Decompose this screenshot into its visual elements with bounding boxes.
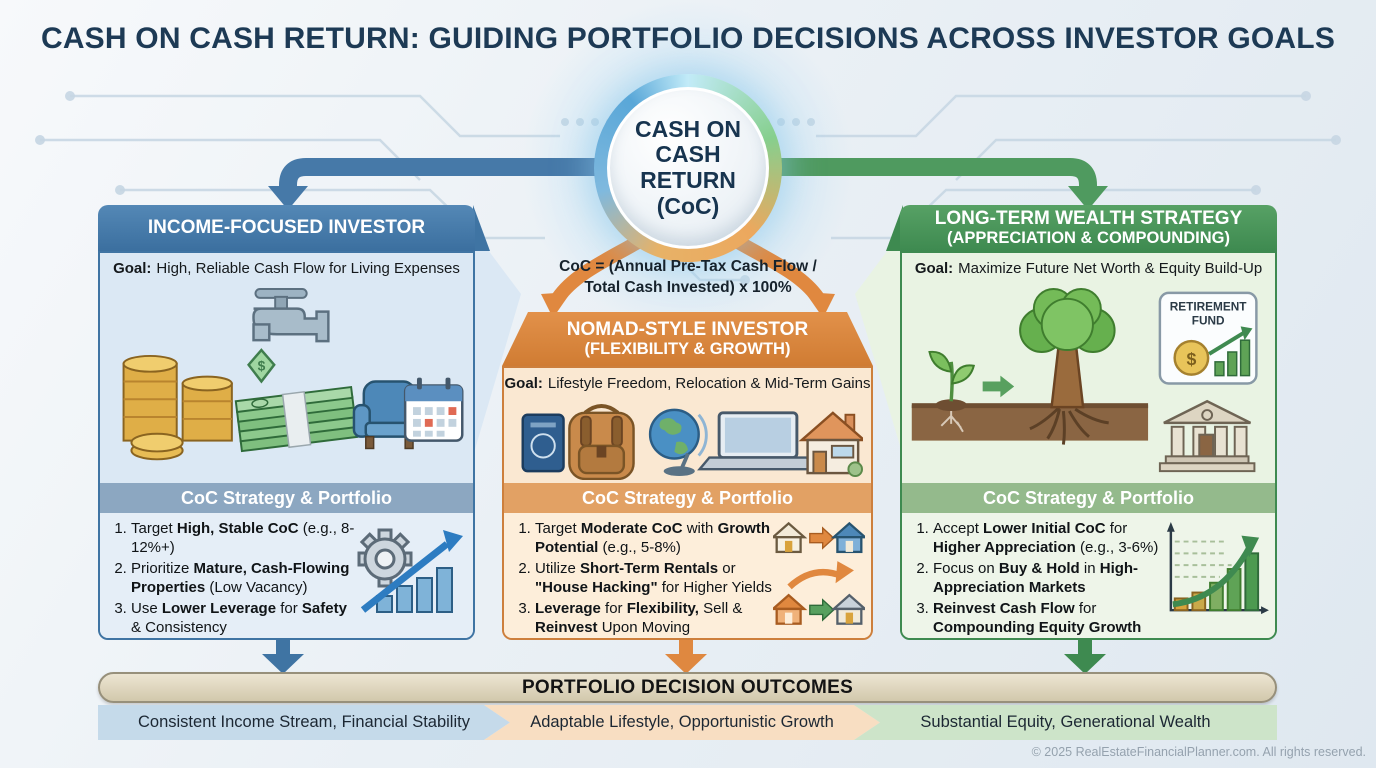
house-small [773, 521, 808, 554]
svg-text:$: $ [257, 359, 265, 374]
laptop-icon [696, 410, 819, 470]
outcome-nomad: Adaptable Lifestyle, Opportunistic Growt… [484, 705, 880, 740]
globe-icon [648, 408, 708, 476]
outcome-income: Consistent Income Stream, Financial Stab… [98, 705, 510, 740]
nomad-panel-title: NOMAD-STYLE INVESTOR [566, 318, 809, 340]
wealth-strategy-header: CoC Strategy & Portfolio [902, 483, 1275, 513]
income-goal: Goal: High, Reliable Cash Flow for Livin… [100, 253, 473, 283]
wealth-panel: Goal: Maximize Future Net Worth & Equity… [900, 251, 1277, 640]
house-icon [798, 410, 863, 477]
outcome-wealth: Substantial Equity, Generational Wealth [854, 705, 1277, 740]
nomad-illustration [504, 398, 871, 483]
portfolio-outcomes-bar: PORTFOLIO DECISION OUTCOMES [98, 672, 1277, 703]
goal-text: Lifestyle Freedom, Relocation & Mid-Term… [547, 374, 871, 392]
wealth-goal: Goal: Maximize Future Net Worth & Equity… [902, 253, 1275, 283]
house-orange [773, 593, 808, 625]
arrow-to-nomad-left-head [541, 292, 571, 318]
compounding-growth-chart-icon [1166, 521, 1269, 615]
money-faucet-icon: $ [246, 287, 330, 384]
arrow-to-income-head [268, 186, 308, 210]
nomad-panel-subtitle: (FLEXIBILITY & GROWTH) [584, 340, 791, 359]
goal-label: Goal: [504, 374, 543, 392]
nomad-strategy-list-row: Target Moderate CoC with Growth Potentia… [504, 513, 871, 638]
goal-label: Goal: [113, 259, 152, 277]
income-panel-header: INCOME-FOCUSED INVESTOR [98, 205, 475, 251]
nomad-strategy-header: CoC Strategy & Portfolio [504, 483, 871, 513]
arrow-to-income [279, 158, 640, 188]
coc-hub-ring: CASH ON CASH RETURN (CoC) [594, 74, 782, 262]
svg-text:RETIREMENT: RETIREMENT [1169, 300, 1246, 314]
passport-icon [521, 413, 565, 472]
house-swap-arrows-icon [773, 521, 865, 625]
svg-text:FUND: FUND [1191, 313, 1224, 327]
gear-growth-chart-icon [357, 528, 463, 613]
wealth-illustration: RETIREMENT FUND $ [902, 283, 1275, 483]
house-pale [830, 593, 865, 625]
income-panel: Goal: High, Reliable Cash Flow for Livin… [98, 251, 475, 640]
arrow-to-wealth [736, 158, 1097, 188]
goal-text: Maximize Future Net Worth & Equity Build… [958, 259, 1263, 277]
wealth-panel-header: LONG-TERM WEALTH STRATEGY (APPRECIATION … [900, 205, 1277, 251]
svg-text:$: $ [1186, 349, 1196, 369]
nomad-panel-header: NOMAD-STYLE INVESTOR (FLEXIBILITY & GROW… [502, 312, 873, 366]
house-blue [830, 521, 865, 554]
wealth-strategy-list: Accept Lower Initial CoC for Higher Appr… [910, 520, 1159, 638]
income-strategy-list: Target High, Stable CoC (e.g., 8-12%+)Pr… [108, 520, 355, 638]
cash-stack-icon [234, 385, 358, 453]
coc-formula: CoC = (Annual Pre-Tax Cash Flow / Total … [559, 258, 817, 296]
goal-label: Goal: [914, 259, 954, 277]
copyright-notice: © 2025 RealEstateFinancialPlanner.com. A… [1031, 745, 1366, 759]
coc-hub-label: CASH ON CASH RETURN (CoC) [607, 87, 769, 249]
coin-stacks-icon [122, 354, 233, 461]
income-panel-title: INCOME-FOCUSED INVESTOR [147, 217, 426, 239]
wealth-outcome-arrow [1064, 640, 1106, 674]
page-title: CASH ON CASH RETURN: GUIDING PORTFOLIO D… [40, 22, 1336, 55]
income-illustration: $ [100, 283, 473, 483]
wealth-panel-title: LONG-TERM WEALTH STRATEGY [934, 207, 1243, 229]
sprout-to-tree-icon [911, 287, 1148, 445]
retirement-fund-card-icon: RETIREMENT FUND $ [1158, 291, 1258, 385]
calendar-icon [403, 377, 463, 442]
nomad-goal: Goal: Lifestyle Freedom, Relocation & Mi… [504, 368, 871, 398]
income-outcome-arrow [262, 640, 304, 674]
goal-text: High, Reliable Cash Flow for Living Expe… [156, 259, 460, 277]
arrow-to-nomad-right-head [805, 292, 835, 318]
nomad-panel: Goal: Lifestyle Freedom, Relocation & Mi… [502, 366, 873, 640]
income-strategy-header: CoC Strategy & Portfolio [100, 483, 473, 513]
wealth-strategy-list-row: Accept Lower Initial CoC for Higher Appr… [902, 513, 1275, 638]
income-strategy-list-row: Target High, Stable CoC (e.g., 8-12%+)Pr… [100, 513, 473, 638]
backpack-icon [567, 403, 635, 480]
arrow-to-wealth-head [1068, 186, 1108, 210]
nomad-outcome-arrow [665, 640, 707, 674]
bank-icon [1158, 399, 1255, 473]
nomad-strategy-list: Target Moderate CoC with Growth Potentia… [512, 520, 773, 638]
wealth-panel-subtitle: (APPRECIATION & COMPOUNDING) [947, 229, 1230, 248]
